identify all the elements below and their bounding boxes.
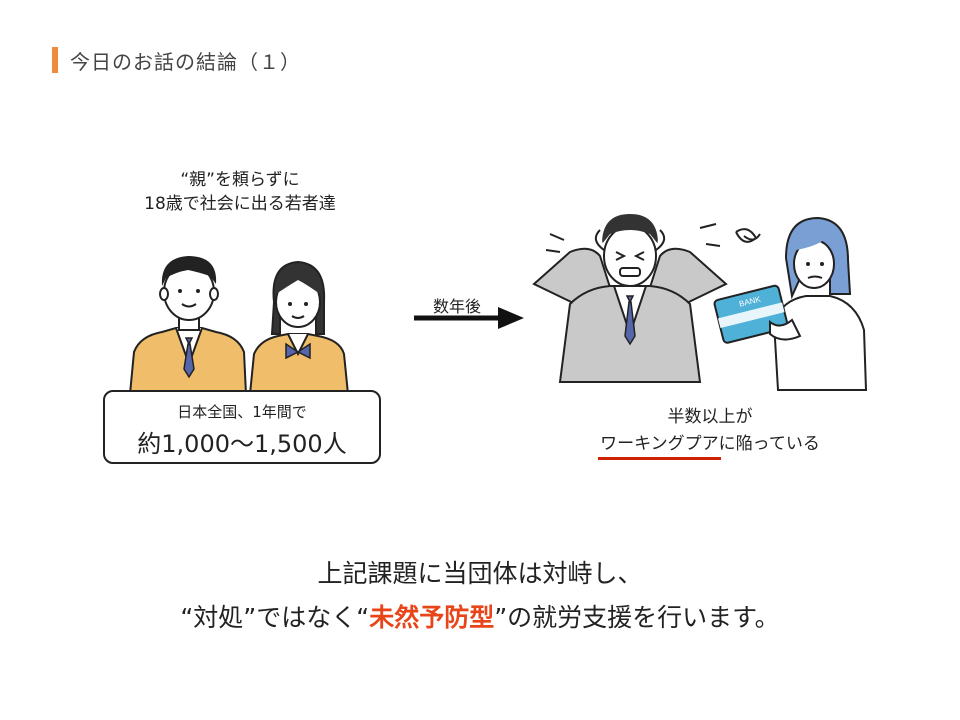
bankbook-card: BANK <box>713 284 789 344</box>
title-accent-bar <box>52 47 58 73</box>
worried-woman-figure: BANK <box>713 216 868 391</box>
youth-caption: “親”を頼らずに 18歳で社会に出る若者達 <box>100 168 380 216</box>
conclusion-highlight: 未然予防型 <box>369 603 495 632</box>
girl-student-figure <box>248 260 350 394</box>
time-transition-label: 数年後 <box>432 297 481 316</box>
conclusion-line2: “対処”ではなく“未然予防型”の就労支援を行います。 <box>0 596 960 640</box>
statistic-box: 日本全国、1年間で 約1,000～1,500人 <box>103 390 381 464</box>
boy-student-figure <box>128 256 248 394</box>
youth-caption-line2: 18歳で社会に出る若者達 <box>144 194 336 214</box>
slide-title-container: 今日のお話の結論（１） <box>52 46 301 74</box>
conclusion-line2-part2: ”の就労支援を行います。 <box>494 603 780 632</box>
statistic-subtitle: 日本全国、1年間で <box>177 403 307 421</box>
result-caption-line1: 半数以上が <box>667 407 753 427</box>
conclusion-statement: 上記課題に当団体は対峙し、 “対処”ではなく“未然予防型”の就労支援を行います。 <box>0 552 960 640</box>
stressed-man-figure <box>532 214 728 383</box>
students-illustration <box>128 256 350 394</box>
conclusion-line1: 上記課題に当団体は対峙し、 <box>317 559 643 588</box>
youth-caption-line1: “親”を頼らずに <box>180 170 300 190</box>
conclusion-line2-part1: “対処”ではなく“ <box>180 603 370 632</box>
right-arrow-icon <box>414 307 524 329</box>
result-caption-line2: ワーキングプアに陥っている <box>560 431 860 460</box>
adults-illustration: BANK <box>532 214 868 391</box>
slide-title: 今日のお話の結論（１） <box>70 49 301 74</box>
result-caption-line2-rest: に陥っている <box>718 434 820 454</box>
statistic-value: 約1,000～1,500人 <box>137 430 347 458</box>
result-caption: 半数以上が ワーキングプアに陥っている <box>560 404 860 460</box>
working-poor-underlined-text: ワーキングプア <box>598 431 721 460</box>
